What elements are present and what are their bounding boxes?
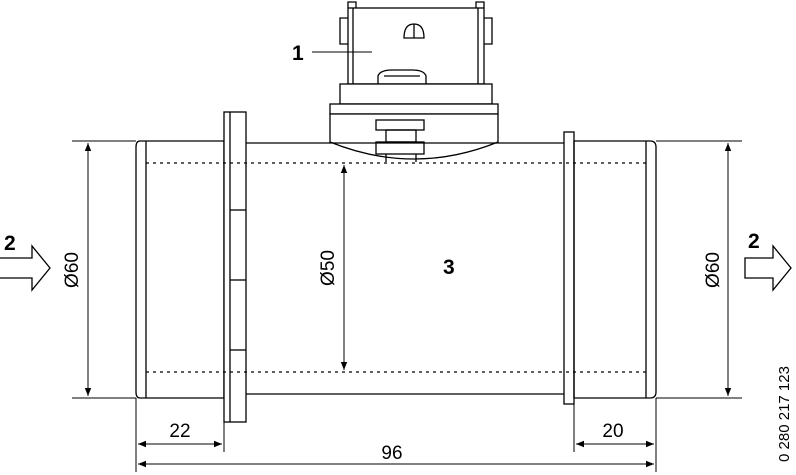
- callout-connector: 1: [292, 42, 304, 65]
- flow-arrow-out-icon: [744, 244, 792, 292]
- dimension-inlet-length: 22: [169, 421, 190, 442]
- dimension-overall-length: 96: [381, 443, 402, 464]
- dimension-outlet-length: 20: [602, 421, 623, 442]
- dimension-outlet-diameter: Ø60: [703, 252, 724, 288]
- part-number: 0 280 217 123: [776, 366, 793, 462]
- connector-housing: [339, 1, 493, 85]
- housing-body: [135, 111, 657, 423]
- callout-body: 3: [443, 256, 455, 279]
- dimension-bore-diameter: Ø50: [318, 250, 339, 286]
- connector-base: [329, 83, 499, 162]
- callout-flow-out: 2: [748, 230, 760, 253]
- dimension-inlet-diameter: Ø60: [62, 252, 83, 288]
- flow-arrow-in-icon: [0, 244, 51, 292]
- callout-flow-in: 2: [4, 232, 16, 255]
- extension-lines: [72, 140, 742, 472]
